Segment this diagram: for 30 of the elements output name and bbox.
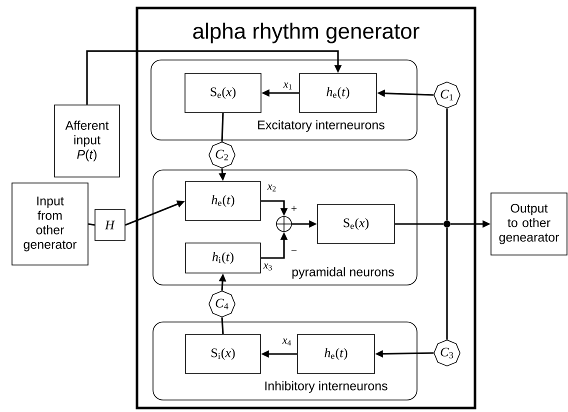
output-box: Output to other genearator <box>490 192 568 256</box>
junction-dot <box>444 220 450 228</box>
connector-line <box>221 317 224 334</box>
gain-octagon: C$_{2}$ <box>208 142 236 168</box>
input-box: Afferent input P(t) <box>54 104 120 178</box>
connector-line <box>394 223 444 225</box>
sign-label: − <box>291 250 297 251</box>
connector-line <box>88 223 95 226</box>
function-box: h$_{e}$(t) <box>299 73 377 113</box>
input-box: Input from other generator <box>12 182 88 266</box>
signal-label: x$_{2}$ <box>267 184 276 192</box>
sign-label: + <box>291 206 297 212</box>
function-box: h$_{i}$(t) <box>185 242 261 274</box>
gain-octagon: C$_{1}$ <box>434 82 460 108</box>
connector-line <box>446 108 448 220</box>
summing-junction <box>276 216 292 232</box>
function-box: S$_{e}$(x) <box>317 204 395 244</box>
connector-line <box>221 112 224 142</box>
function-box: S$_{e}$(x) <box>184 73 262 113</box>
function-box: S$_{i}$(x) <box>185 334 261 374</box>
function-box: h$_{e}$(t) <box>297 334 375 374</box>
connector-line <box>446 228 448 340</box>
signal-label: x$_{4}$ <box>282 338 291 346</box>
arrow <box>86 50 342 105</box>
gain-octagon: C$_{3}$ <box>434 340 460 366</box>
gain-octagon: C$_{4}$ <box>208 290 236 318</box>
gain-box: H <box>94 209 126 241</box>
function-box: h$_{e}$(t) <box>185 181 261 221</box>
signal-label: x$_{3}$ <box>263 264 272 270</box>
signal-label: x$_{1}$ <box>283 82 292 90</box>
